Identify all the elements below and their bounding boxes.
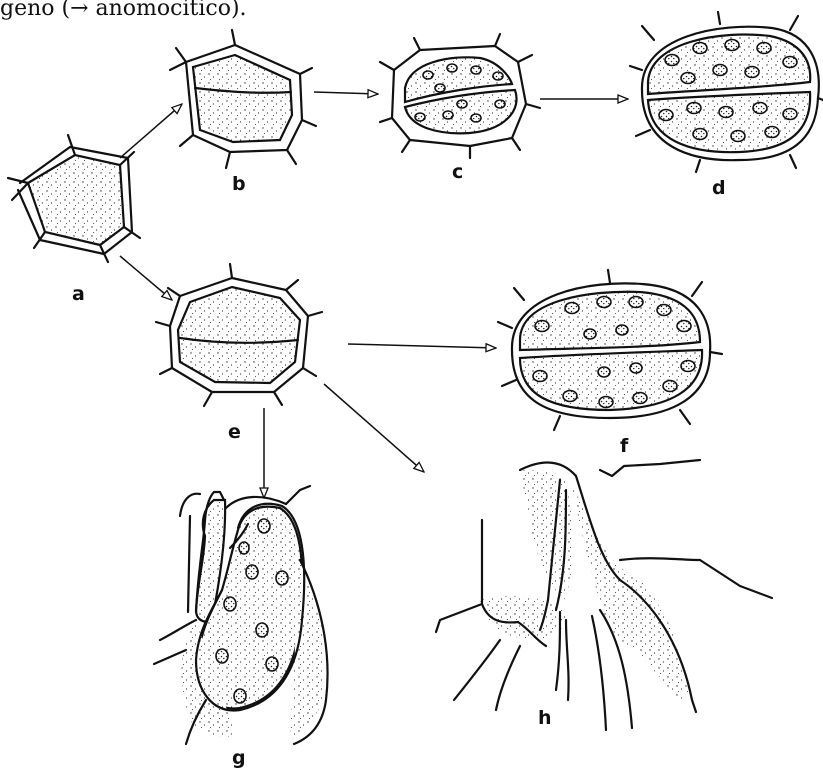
label-h: h: [538, 707, 552, 729]
stage-e-guard-mother-cell-dividing: [156, 264, 322, 406]
label-g: g: [232, 747, 246, 769]
label-e: e: [228, 421, 241, 443]
stage-c-young-guard-cells: [380, 34, 540, 158]
stage-b-guard-mother-cell-dividing: [170, 30, 316, 168]
arrow-e-to-h: [324, 384, 424, 472]
label-c: c: [452, 161, 463, 183]
arrow-a-to-e: [120, 256, 172, 300]
label-d: d: [712, 177, 726, 199]
stage-h-surface-view: [436, 460, 772, 730]
arrow-a-to-b: [120, 104, 182, 158]
arrows: [120, 92, 628, 498]
label-f: f: [620, 435, 629, 457]
label-b: b: [232, 173, 246, 195]
stage-a-protodermal-cell: [8, 135, 140, 262]
arrow-e-to-f: [348, 344, 496, 348]
stage-g-lateral-view: [154, 486, 328, 744]
label-a: a: [72, 283, 85, 305]
stage-f-mature-stoma: [498, 270, 722, 430]
arrow-b-to-c: [314, 92, 378, 94]
stage-d-mature-stoma: [630, 12, 823, 172]
